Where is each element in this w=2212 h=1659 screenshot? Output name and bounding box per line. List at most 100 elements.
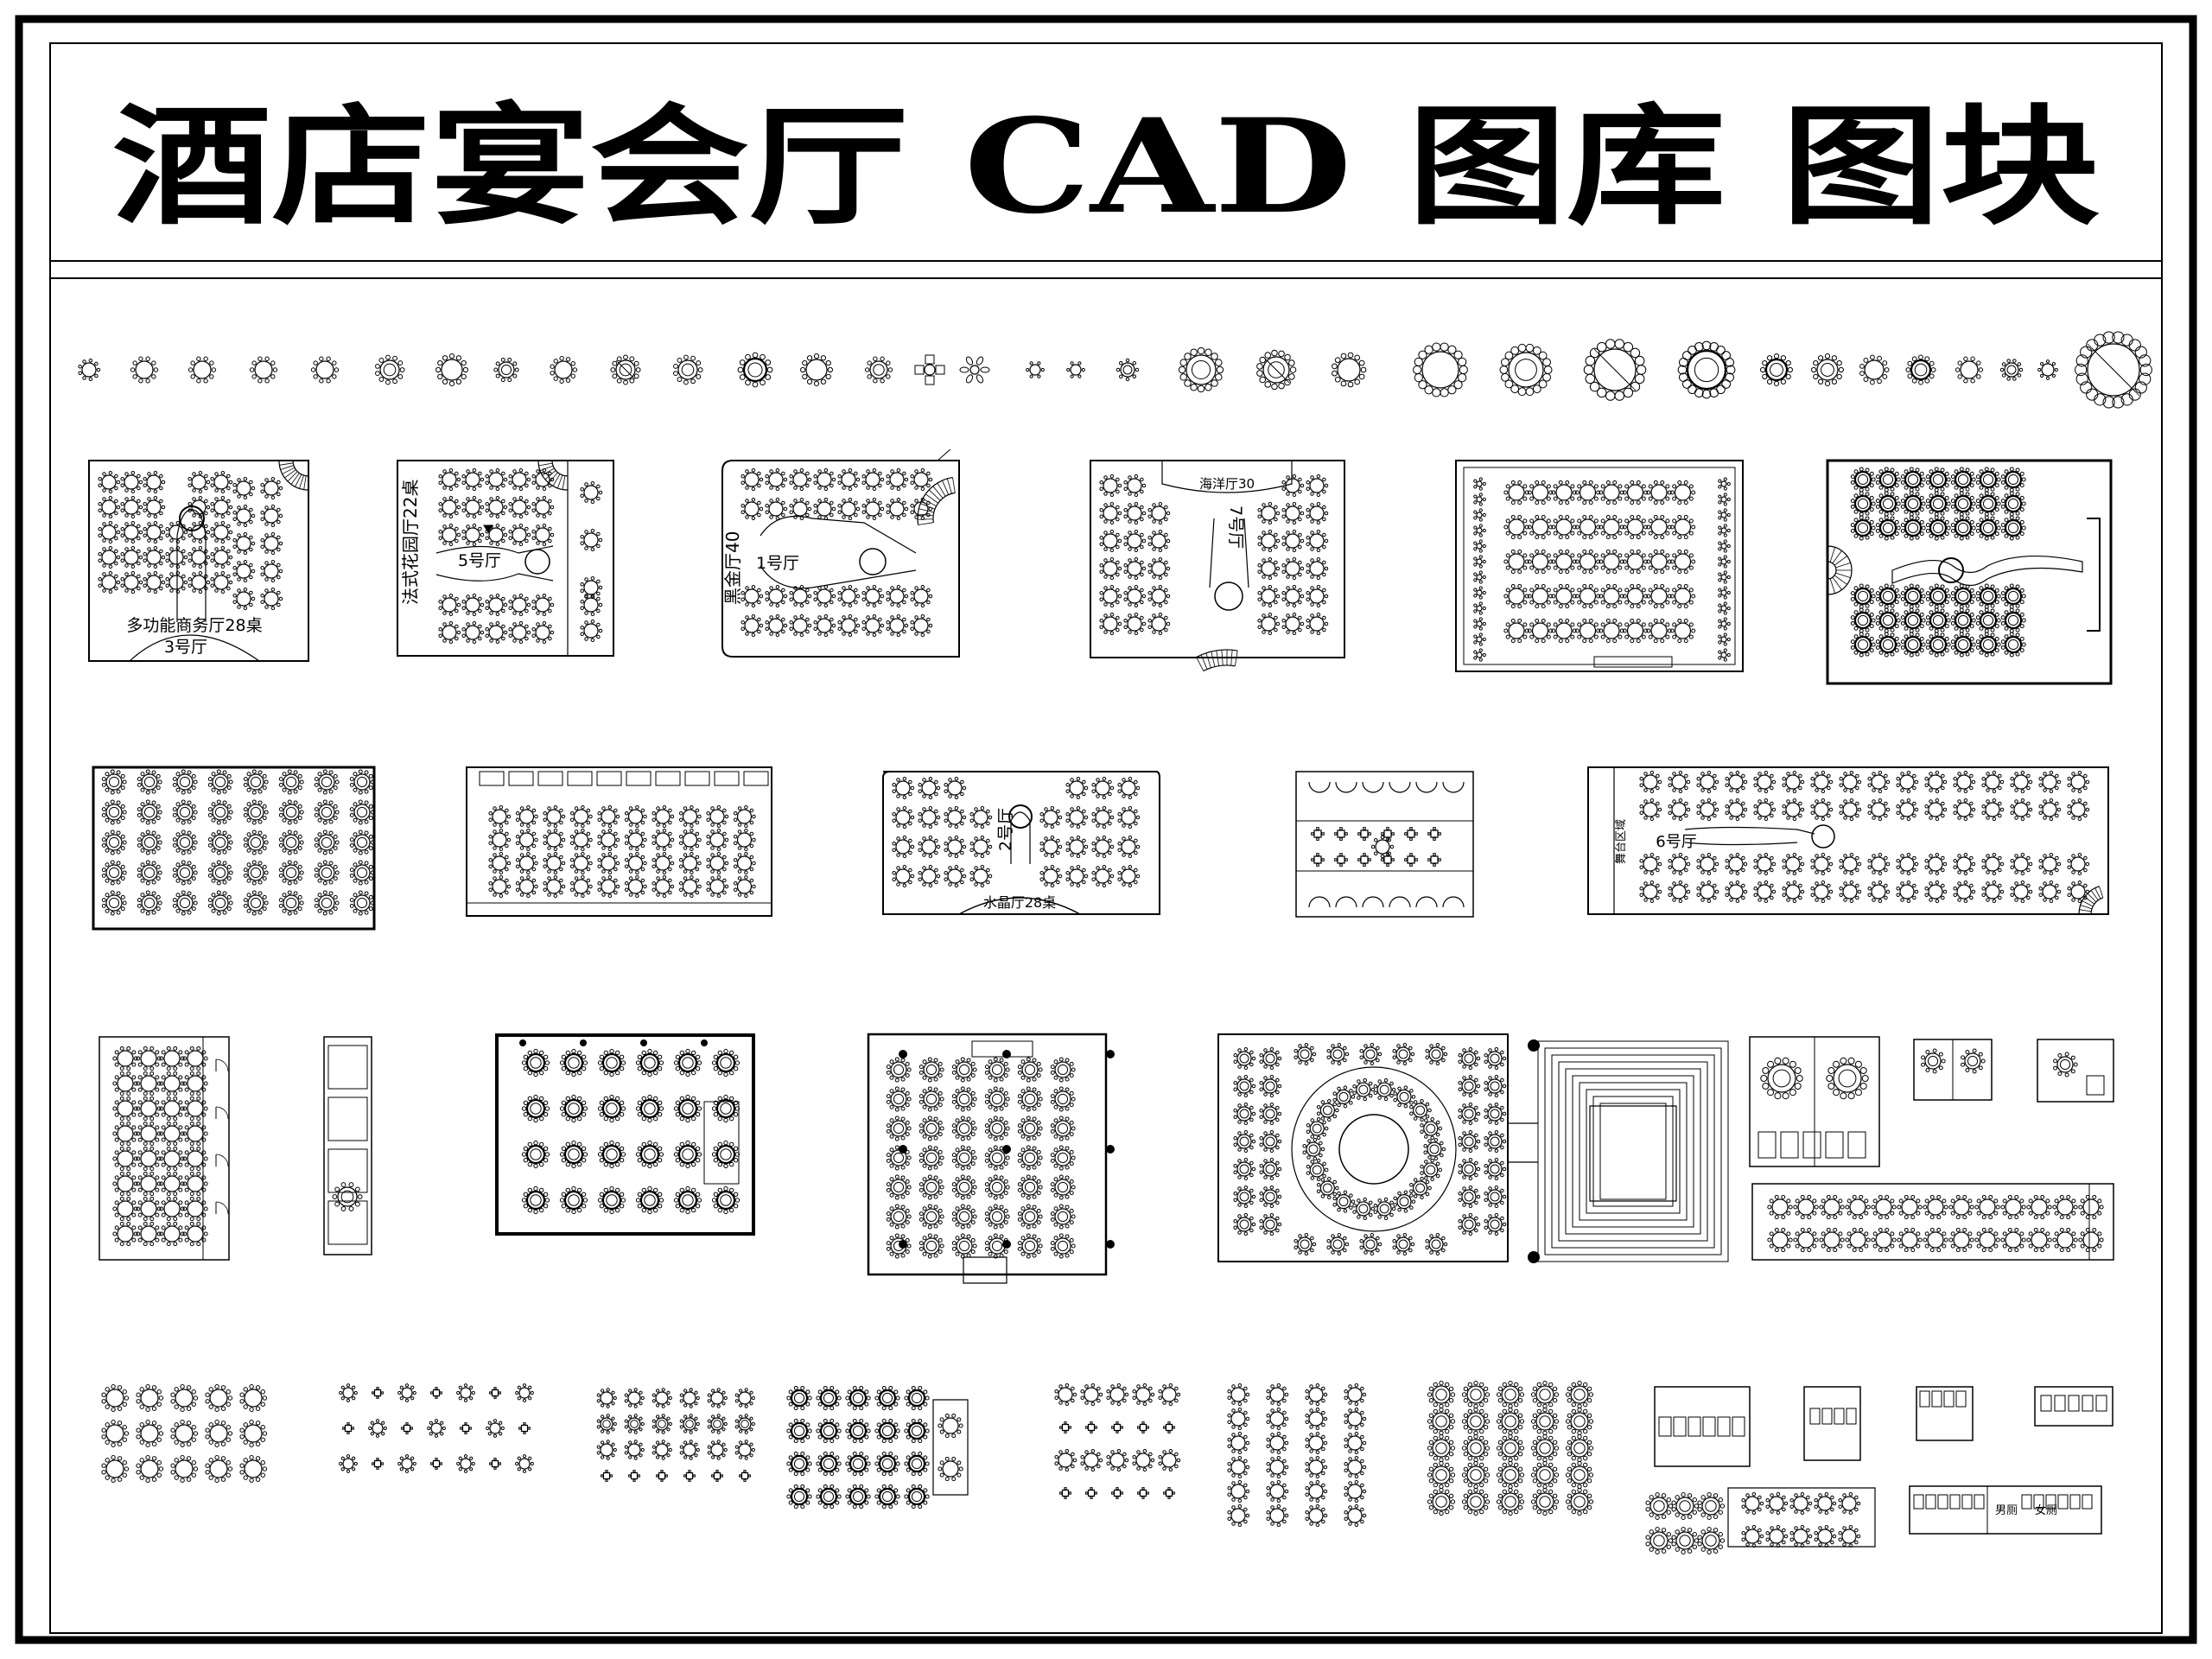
chair [806,588,810,592]
chair [141,788,144,791]
chair [1323,545,1326,549]
chair [1311,559,1314,563]
round-table [315,800,339,824]
round-table [99,496,120,518]
table-top [922,840,936,854]
chair [776,498,779,501]
chair [233,545,237,549]
chair [217,830,220,834]
chair [439,530,442,533]
chair [630,357,634,361]
chair [1904,486,1908,489]
chair [711,807,715,810]
chair [1317,585,1320,588]
round-table [1474,540,1486,552]
chair [711,823,715,827]
table-top [948,810,962,824]
table-top [1855,472,1871,487]
chair [711,854,715,857]
chair [137,813,141,817]
chair [1870,520,1873,524]
chair [690,824,694,828]
chair [1387,828,1389,830]
chair [117,505,120,509]
chair [505,809,509,812]
round-table [208,861,232,885]
table-top [489,473,503,486]
chair [486,634,489,638]
chair [1770,774,1774,778]
chair [608,805,612,809]
chair [1040,849,1044,852]
chair [1051,825,1054,829]
chair [499,852,503,855]
chair [1096,854,1100,857]
chair [1642,588,1645,592]
chair [1644,525,1648,529]
chair [1071,795,1074,798]
chair [154,565,157,569]
chair [929,865,932,868]
chair [1571,554,1574,557]
chair [794,499,798,503]
chair [987,839,990,842]
chair [2081,346,2092,358]
chair [527,875,531,879]
chair [867,499,870,503]
stair-step [1235,651,1237,666]
chair [1159,604,1162,607]
chair [1668,629,1671,632]
chair [1926,645,1929,649]
chair [2020,508,2024,512]
chair [479,499,482,503]
chair [2010,492,2013,495]
chair [1724,618,1726,620]
chair [1719,495,1721,498]
chair [976,356,984,365]
chair [288,891,291,894]
chair [105,849,109,852]
chair [513,374,517,378]
chair [1141,601,1144,604]
chair [963,786,966,790]
chair [143,477,147,480]
chair [1440,343,1448,351]
chair [263,907,266,911]
round-table [862,498,884,519]
table-top [948,781,962,795]
chair [181,851,185,855]
chair [1891,468,1894,472]
chair [2129,389,2140,400]
chair [1274,533,1278,537]
table-inner-ring [2008,499,2018,508]
chair [490,595,493,599]
chair [247,879,251,882]
chair [443,525,447,529]
chair [808,594,811,598]
chair [981,884,984,887]
table-top [1509,485,1524,500]
chair [1141,518,1144,521]
chair [133,361,137,365]
chair [261,594,264,597]
table-top [1955,520,1971,536]
table-top [442,359,462,380]
chair [1885,537,1888,540]
round-table [279,770,303,794]
chair [139,379,143,383]
chair [1878,771,1882,774]
chair [393,379,397,384]
chair [137,874,141,877]
chair [2001,480,2005,484]
chair [1618,588,1622,592]
chair [250,508,253,512]
chair [1523,566,1527,569]
chair [102,783,105,786]
round-table [315,830,339,855]
round-table [1504,619,1529,642]
round-table [1504,550,1529,573]
chair [636,852,639,855]
chair [1895,649,1898,652]
chair [2020,588,2024,592]
table-top [1477,590,1482,595]
